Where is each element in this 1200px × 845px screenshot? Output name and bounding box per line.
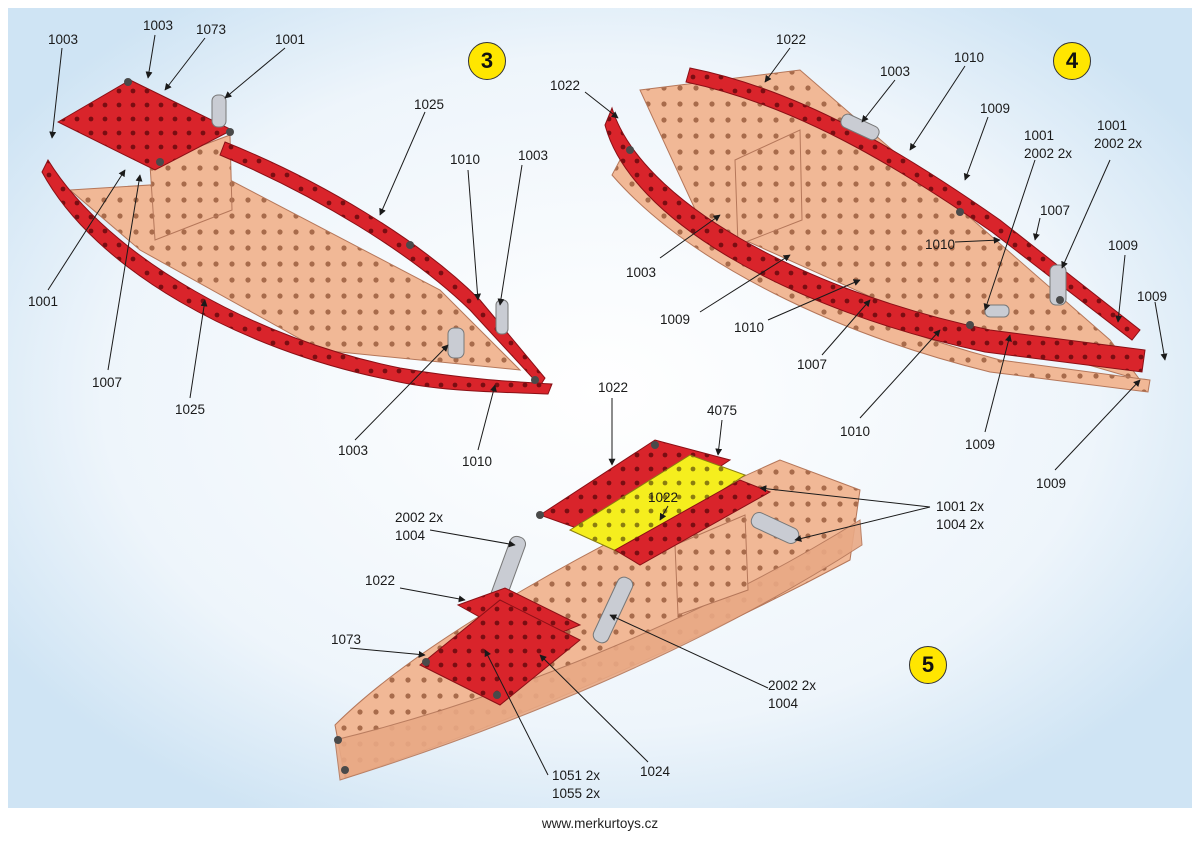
steel-bracket — [592, 576, 634, 644]
step-5-badge: 5 — [909, 646, 947, 684]
bolt-icon — [226, 128, 234, 136]
part-label: 1004 — [768, 696, 799, 711]
part-label: 1022 — [648, 490, 679, 505]
part-label: 1010 — [450, 152, 481, 167]
steel-bracket — [211, 94, 227, 128]
step-5-assembly — [334, 439, 863, 781]
copper-box — [734, 129, 803, 246]
step-4-assembly — [604, 67, 1151, 393]
bolt-icon — [341, 766, 349, 774]
part-label: 2002 2x — [1024, 146, 1073, 161]
bolt-icon — [334, 736, 342, 744]
part-label: 1022 — [776, 32, 807, 47]
red-strip-left — [41, 158, 553, 395]
website-url: www.merkurtoys.cz — [541, 816, 659, 831]
red-front-block — [419, 599, 581, 706]
bolt-icon — [966, 321, 974, 329]
part-label: 1001 — [28, 294, 59, 309]
part-label: 1009 — [660, 312, 691, 327]
part-label: 1007 — [1040, 203, 1071, 218]
part-label: 1009 — [1137, 289, 1168, 304]
step-3-assembly — [41, 78, 553, 395]
bolt-icon — [1056, 296, 1064, 304]
part-label: 1003 — [48, 32, 79, 47]
part-label: 2002 2x — [395, 510, 444, 525]
bolt-icon — [156, 158, 164, 166]
part-label: 1051 2x — [552, 768, 601, 783]
part-label: 4075 — [707, 403, 738, 418]
bolt-icon — [626, 146, 634, 154]
part-label: 1001 — [275, 32, 306, 47]
part-label: 1009 — [965, 437, 996, 452]
copper-box — [674, 514, 749, 616]
part-label: 1009 — [1108, 238, 1139, 253]
part-label: 1007 — [797, 357, 828, 372]
part-label: 1010 — [954, 50, 985, 65]
part-label: 1022 — [550, 78, 581, 93]
red-strip-right — [685, 67, 1141, 341]
part-label: 1024 — [640, 764, 671, 779]
bolt-icon — [531, 376, 539, 384]
part-label: 1001 2x — [936, 499, 985, 514]
part-label: 1007 — [92, 375, 123, 390]
part-label: 1004 2x — [936, 517, 985, 532]
steel-bracket — [495, 299, 509, 335]
steel-bracket — [1049, 264, 1067, 306]
part-label: 1001 — [1024, 128, 1055, 143]
bolt-icon — [124, 78, 132, 86]
part-label: 1010 — [925, 237, 956, 252]
part-label: 1001 — [1097, 118, 1128, 133]
bolt-icon — [536, 511, 544, 519]
part-label: 1010 — [840, 424, 871, 439]
steel-bracket — [447, 327, 465, 359]
part-label: 1009 — [1036, 476, 1067, 491]
part-label: 1055 2x — [552, 786, 601, 801]
part-label: 1073 — [196, 22, 227, 37]
part-label: 1003 — [518, 148, 549, 163]
part-label: 1025 — [175, 402, 206, 417]
bolt-icon — [406, 241, 414, 249]
part-label: 1022 — [365, 573, 396, 588]
part-label: 1003 — [880, 64, 911, 79]
part-label: 1022 — [598, 380, 629, 395]
step-3-badge: 3 — [468, 42, 506, 80]
red-deck-plate-front — [614, 479, 772, 566]
part-label: 1003 — [338, 443, 369, 458]
part-label: 1003 — [143, 18, 174, 33]
part-label: 1003 — [626, 265, 657, 280]
part-label: 1009 — [980, 101, 1011, 116]
step-4-badge: 4 — [1053, 42, 1091, 80]
bolt-icon — [422, 658, 430, 666]
yellow-deck-plate — [568, 454, 747, 556]
leader-lines — [47, 34, 1168, 776]
bolt-icon — [651, 441, 659, 449]
part-label: 2002 2x — [1094, 136, 1143, 151]
part-label: 1073 — [331, 632, 362, 647]
part-label: 1004 — [395, 528, 426, 543]
part-label: 1010 — [462, 454, 493, 469]
part-label: 1025 — [414, 97, 445, 112]
part-label: 2002 2x — [768, 678, 817, 693]
part-label: 1010 — [734, 320, 765, 335]
red-strip-left — [604, 106, 1146, 373]
bolt-icon — [493, 691, 501, 699]
steel-bracket — [984, 304, 1010, 318]
bolt-icon — [956, 208, 964, 216]
